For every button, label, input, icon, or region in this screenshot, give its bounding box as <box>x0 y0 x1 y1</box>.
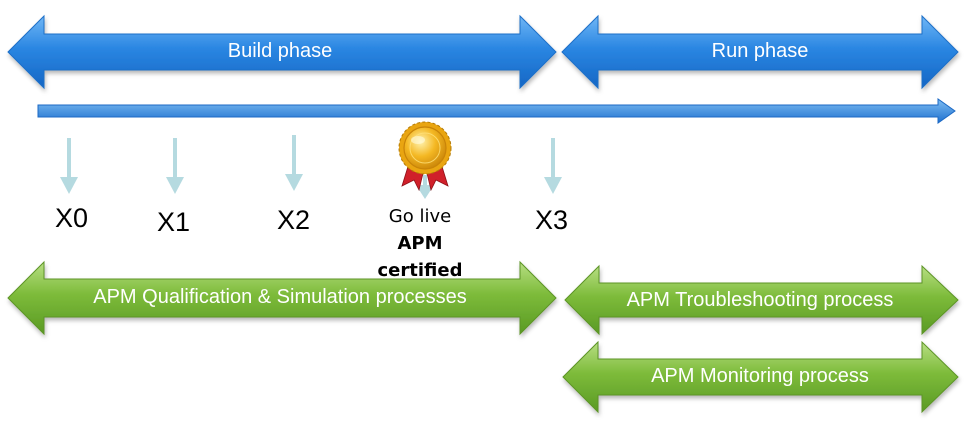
run-phase-arrow <box>561 14 959 90</box>
golive-line-3: certified <box>377 260 463 281</box>
monitoring-process-arrow <box>562 340 959 414</box>
milestone-label-x0: X0 <box>55 203 89 233</box>
timeline-arrow <box>37 98 956 124</box>
milestone-arrow-x2 <box>285 135 303 191</box>
build-phase-arrow <box>7 14 557 90</box>
golive-caption: Go live APM certified <box>365 203 475 284</box>
golive-line-2: APM <box>397 233 443 254</box>
milestone-arrow-x3 <box>544 138 562 194</box>
milestone-label-x2: X2 <box>277 205 311 235</box>
milestone-arrow-x0 <box>60 138 78 194</box>
milestone-arrow-x1 <box>166 138 184 194</box>
monitoring-process-label: APM Monitoring process <box>651 365 869 387</box>
golive-line-1: Go live <box>388 206 452 227</box>
milestone-arrow-golive <box>416 175 434 199</box>
build-phase-label: Build phase <box>227 40 333 62</box>
milestone-label-x1: X1 <box>157 207 191 237</box>
troubleshooting-process-arrow <box>564 264 959 336</box>
run-phase-label: Run phase <box>711 40 809 62</box>
troubleshooting-process-label: APM Troubleshooting process <box>626 289 894 311</box>
qualification-process-label: APM Qualification & Simulation processes <box>93 286 467 308</box>
qualification-process-arrow <box>7 260 557 336</box>
milestone-label-x3: X3 <box>535 205 569 235</box>
award-medal-icon <box>398 121 452 192</box>
